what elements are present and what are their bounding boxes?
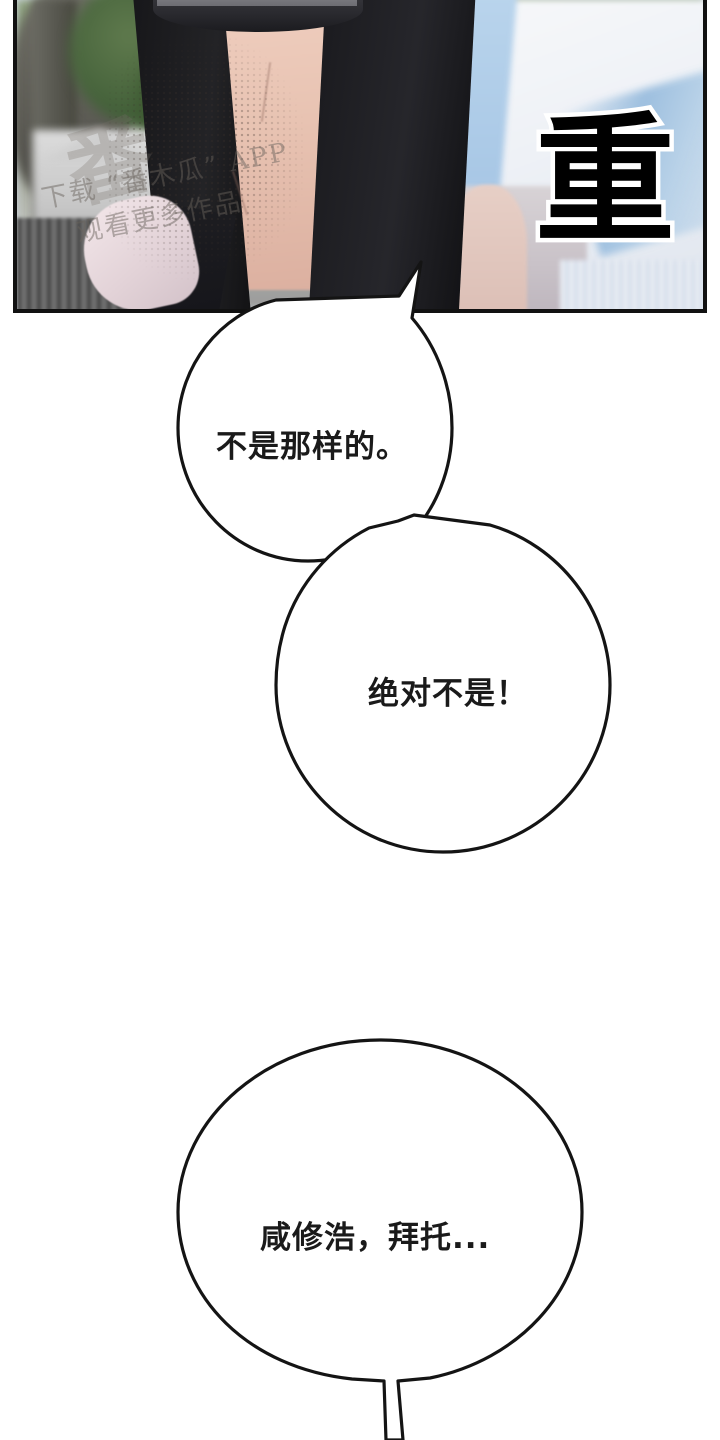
bubble-1-text: 不是那样的。 [216,429,408,465]
comic-panel-1: 番 下载 “番木瓜” APP 观看更多作品 重 [13,0,707,313]
sound-effect-text: 重 [530,100,679,263]
figure-dark-garment-right [308,0,476,309]
bubble-3-text: 咸修浩，拜托... [260,1220,491,1256]
figure-grey-waistband [157,0,357,6]
bubble-2-shape [274,513,612,854]
halftone-shading-overlay [107,30,307,280]
bubble-3-shape [176,1038,584,1440]
panel-artwork [17,0,703,309]
background-roof [43,128,155,162]
background-pale-slab [560,260,703,309]
bubble-2-text: 绝对不是！ [368,676,528,712]
